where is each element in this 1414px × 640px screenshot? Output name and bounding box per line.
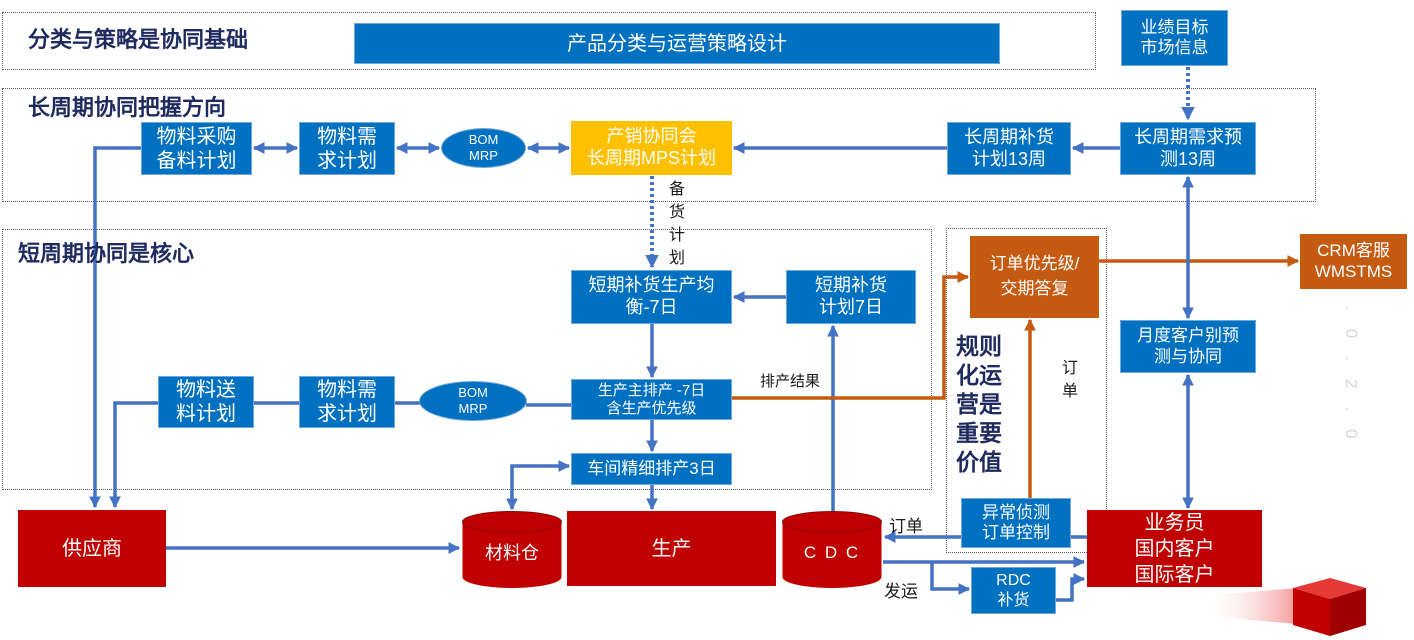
material-warehouse-label: 材料仓 [485, 543, 539, 563]
arrow-procurement-to-supplier [89, 146, 141, 509]
long-forecast-box: 长周期需求预 测13周 [1120, 122, 1256, 175]
stocking-plan-label: 备货计划 [668, 181, 685, 267]
material-procurement-box: 物料采购 备料计划 [141, 122, 252, 175]
workshop-schedule-box: 车间精细排产3日 [571, 453, 732, 485]
arrow-rdc-to-sales [1056, 573, 1086, 602]
short-cycle-frame [2, 229, 932, 490]
long-replenishment-box: 长周期补货 计划13周 [947, 122, 1071, 175]
monthly-forecast-box: 月度客户别预 测与协同 [1120, 320, 1256, 373]
bom-mrp-short-ellipse: BOM MRP [419, 381, 527, 421]
cylinder-shape [782, 511, 882, 588]
bom-mrp-long-ellipse: BOM MRP [441, 128, 526, 168]
arrow-workshop-warehouse [506, 460, 571, 511]
rule-ops-value-text: 规则化运营是重要价值 [956, 333, 1002, 475]
production-box: 生产 [567, 511, 776, 586]
long-cycle-frame [2, 88, 1316, 202]
material-delivery-box: 物料送 料计划 [158, 376, 254, 428]
short-replenishment-box: 短期补货 计划7日 [786, 270, 916, 324]
supplier-box: 供应商 [18, 510, 166, 587]
material-warehouse-cylinder: 材料仓 [462, 511, 562, 589]
order-vertical-label: 订单 [1061, 360, 1078, 400]
performance-market-box: 业绩目标 市场信息 [1121, 10, 1228, 66]
short-cycle-title: 短周期协同是核心 [18, 241, 195, 266]
material-requirement-short-box: 物料需 求计划 [299, 376, 395, 428]
watermark-text: .0.2.0 [1342, 306, 1361, 457]
brand-logo [1200, 578, 1366, 636]
sop-meeting-box: 产销协同会 长周期MPS计划 [571, 121, 732, 175]
foundation-title: 分类与策略是协同基础 [28, 27, 249, 52]
cdc-label: C D C [803, 543, 861, 562]
arrow-delivery-to-supplier [109, 401, 158, 509]
arrow-master-to-order-priority [732, 271, 970, 400]
cdc-cylinder: C D C [782, 511, 882, 589]
cylinder-shape [462, 511, 562, 588]
master-schedule-box: 生产主排产 -7日 含生产优先级 [571, 379, 732, 420]
material-requirement-long-box: 物料需 求计划 [299, 122, 395, 175]
order-priority-box: 订单优先级/ 交期答复 [970, 236, 1099, 318]
product-strategy-box: 产品分类与运营策略设计 [354, 23, 1000, 64]
sales-box: 业务员 国内客户 国际客户 [1087, 510, 1262, 587]
foundation-frame [2, 12, 1096, 70]
exception-control-box: 异常侦测 订单控制 [961, 498, 1071, 548]
rule-ops-frame [946, 228, 1107, 553]
short-balance-box: 短期补货生产均 衡-7日 [571, 270, 732, 324]
crm-box: CRM客服 WMSTMS [1300, 234, 1407, 289]
arrow-cdc-to-rdc [930, 562, 971, 595]
rdc-box: RDC 补货 [971, 567, 1056, 614]
long-cycle-title: 长周期协同把握方向 [28, 95, 227, 120]
schedule-result-label: 排产结果 [760, 373, 821, 390]
order-flow-label: 订单 [889, 517, 923, 536]
shipping-label: 发运 [884, 582, 918, 601]
